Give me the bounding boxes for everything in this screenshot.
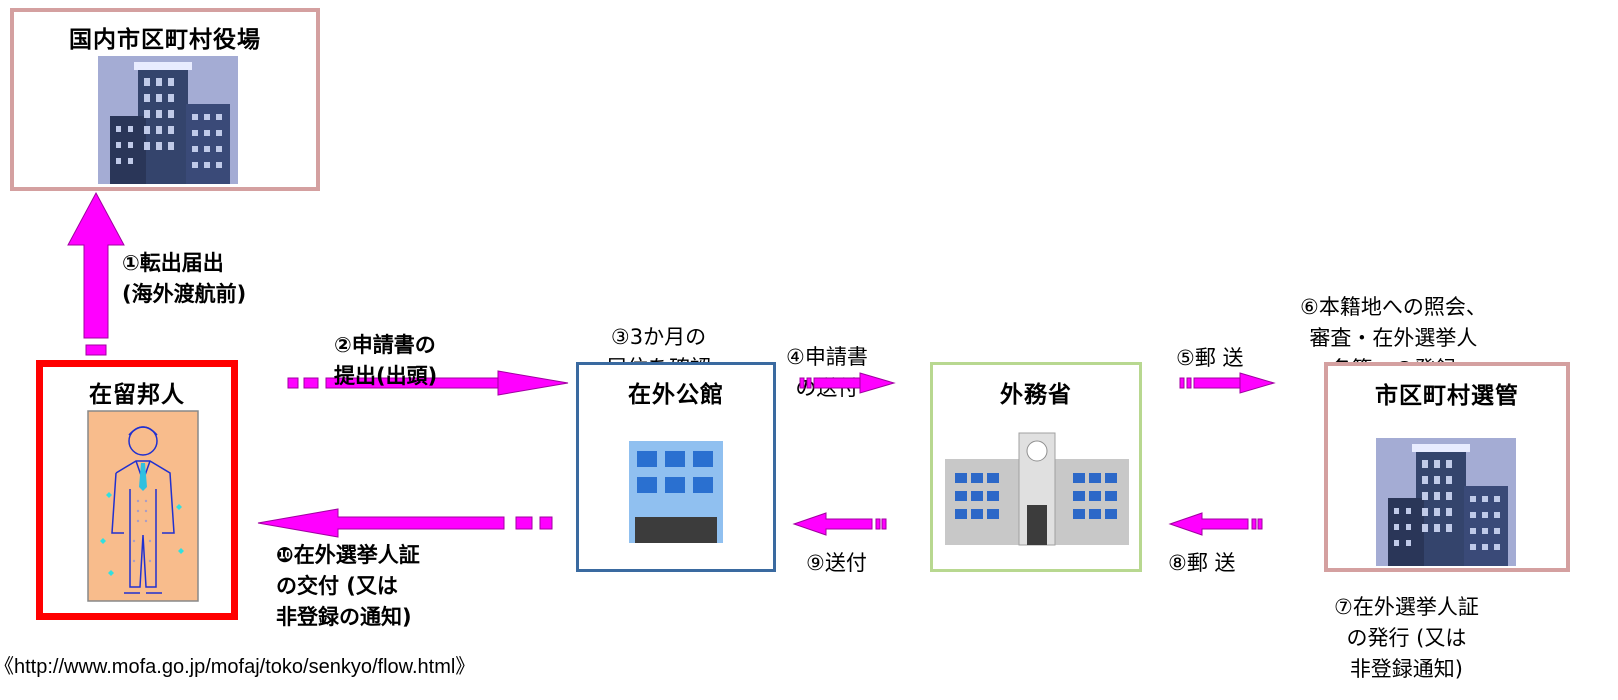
mofa-node: 外務省 <box>930 362 1142 572</box>
step1-label: ①転出届出 (海外渡航前) <box>122 251 247 306</box>
municipal-committee-title: 市区町村選管 <box>1375 383 1519 409</box>
ministry-building-icon <box>945 432 1129 546</box>
arrow-step5-right <box>1179 372 1276 394</box>
step10-label: ❿在外選挙人証 の交付 (又は 非登録の通知) <box>276 543 420 629</box>
resident-title: 在留邦人 <box>89 382 185 408</box>
arrow-step4-right <box>799 372 896 394</box>
step7-label: ⑦在外選挙人証 の発行 (又は 非登録通知) <box>1334 595 1479 681</box>
arrow-step9-left <box>792 512 887 536</box>
municipal-committee-node: 市区町村選管 <box>1324 362 1570 572</box>
person-icon <box>87 410 199 602</box>
building-icon <box>1376 438 1516 566</box>
step8-label: ⑧郵 送 <box>1168 551 1236 575</box>
domestic-office-node: 国内市区町村役場 <box>10 8 320 191</box>
step9-label: ⑨送付 <box>806 551 867 575</box>
office-building-icon <box>629 441 723 543</box>
step2-label: ②申請書の 提出(出頭) <box>334 333 438 388</box>
arrow-step1-up <box>67 191 125 377</box>
step5-label: ⑤郵 送 <box>1176 346 1244 370</box>
embassy-node: 在外公館 <box>576 362 776 572</box>
arrow-step8-left <box>1168 512 1263 536</box>
building-icon <box>98 56 238 184</box>
arrow-step2-right <box>287 370 569 396</box>
arrow-step10-left <box>257 508 553 538</box>
embassy-title: 在外公館 <box>628 382 724 408</box>
mofa-title: 外務省 <box>1000 382 1072 408</box>
resident-node: 在留邦人 <box>36 360 238 620</box>
domestic-office-title: 国内市区町村役場 <box>69 27 261 53</box>
source-url: 《http://www.mofa.go.jp/mofaj/toko/senkyo… <box>0 656 476 678</box>
